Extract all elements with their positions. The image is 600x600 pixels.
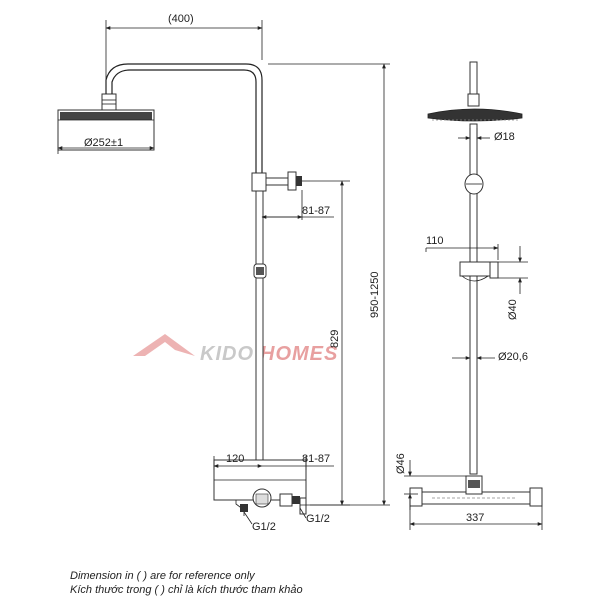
watermark-text-kido: KIDO [200,343,254,365]
dim-mixer-width: 337 [466,512,484,524]
dim-pipe-diameter: Ø20,6 [498,351,528,363]
label-inlet-right: G1/2 [306,513,330,525]
dim-head-neck: Ø18 [494,131,515,143]
dim-holder-diameter: Ø40 [507,299,519,320]
dim-total-height: 950-1250 [369,272,381,319]
left-view: (400) Ø252±1 950-1250 829 81-87 120 81-8… [57,13,390,533]
label-inlet-left: G1/2 [252,521,276,533]
dim-mixer-height: Ø46 [395,453,407,474]
shower-head-side [427,108,523,122]
shower-arm [105,63,263,180]
note-english: Dimension in ( ) are for reference only [70,570,255,582]
wall-bracket-top [251,172,267,192]
dim-rail-height: 829 [329,330,341,348]
right-view: Ø18 110 Ø40 Ø20,6 Ø46 337 [395,61,543,530]
dim-mixer-depth: 120 [226,453,244,465]
watermark-logo-icon [133,334,195,356]
riser-pipe [255,179,264,461]
dim-arm-reach: (400) [168,13,194,25]
dim-holder-width: 110 [426,235,444,247]
dim-bracket-offset-bottom: 81-87 [302,453,330,465]
watermark: KIDO HOMES [133,334,338,365]
dim-bracket-offset-top: 81-87 [302,205,330,217]
dim-head-diameter: Ø252±1 [84,137,123,149]
watermark-text-homes: HOMES [260,343,338,365]
holder-side [459,261,491,277]
riser-pipe-side [469,123,478,475]
note-vietnamese: Kích thước trong ( ) chỉ là kích thước t… [70,584,303,596]
